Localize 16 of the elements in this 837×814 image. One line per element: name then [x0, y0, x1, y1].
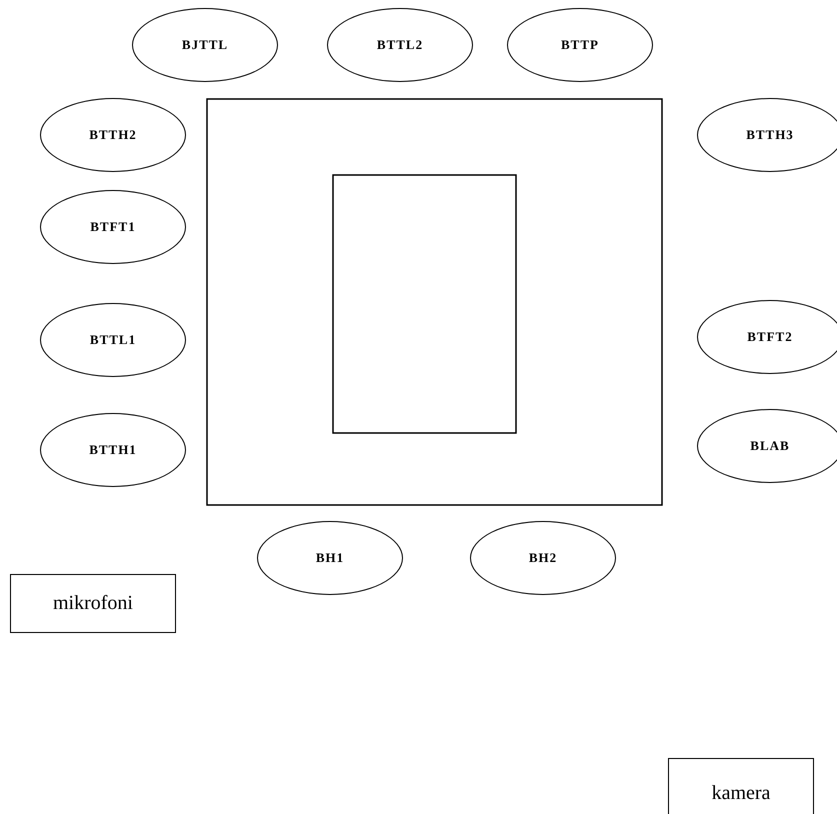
node-label: BTTL2	[376, 37, 424, 53]
equipment-box	[668, 758, 814, 814]
node-label: BTTP	[561, 37, 599, 53]
node-label: BTTH3	[746, 127, 794, 143]
node-label: BJTTL	[182, 37, 228, 53]
node-label: BLAB	[750, 438, 790, 454]
node-label: BH1	[316, 550, 344, 566]
equipment-box	[10, 574, 176, 633]
node-label: BTTH2	[89, 127, 137, 143]
node-label: BTTL1	[90, 332, 136, 348]
node-label: BTTH1	[89, 442, 137, 458]
node-label: mikrofoni	[53, 592, 133, 615]
node-label: BTFT1	[90, 219, 136, 235]
node-label: BTFT2	[747, 329, 793, 345]
node-label: BH2	[528, 550, 558, 566]
node-label: kamera	[712, 782, 770, 804]
